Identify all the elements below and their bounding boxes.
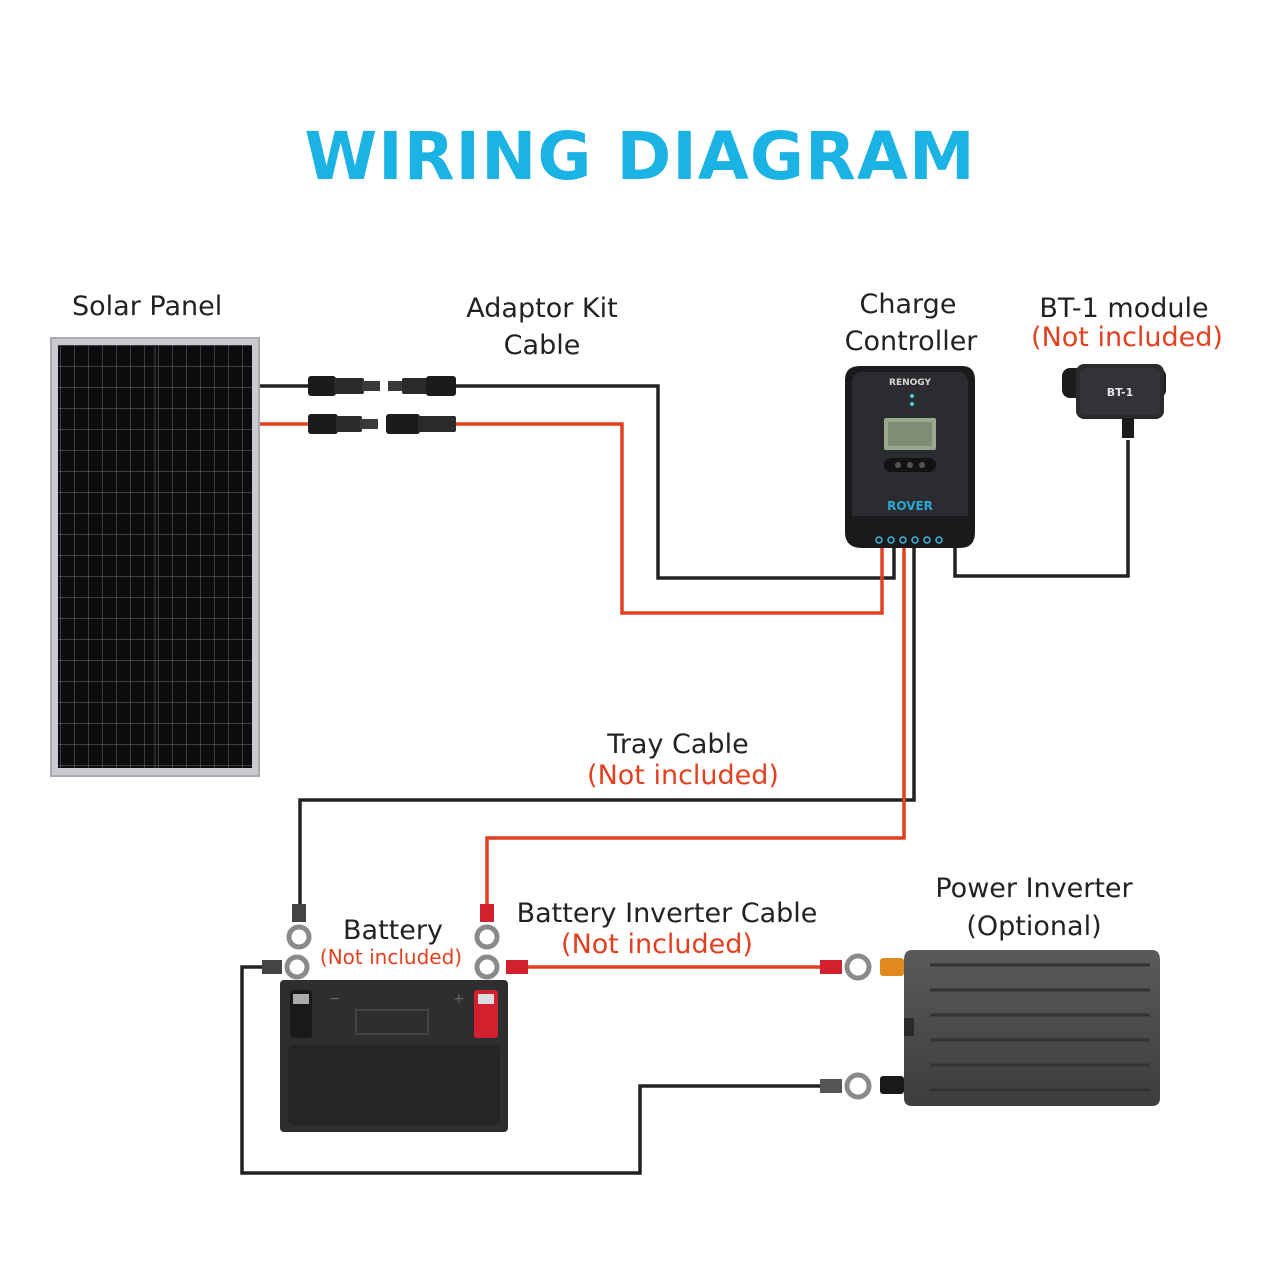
diagram-title: WIRING DIAGRAM — [304, 118, 976, 195]
battery-label: Battery — [343, 915, 443, 946]
solar-panel-label: Solar Panel — [72, 291, 223, 322]
charge-controller-image: RENOGY ROVER — [845, 366, 975, 548]
solar-panel-image — [50, 337, 260, 777]
inverter-negative-wire — [240, 965, 820, 1175]
bt1-note: (Not included) — [1031, 322, 1223, 353]
charge-controller-label-line2: Controller — [844, 326, 978, 357]
bt1-face-text: BT-1 — [1107, 386, 1134, 399]
battery-inverter-cable-note: (Not included) — [561, 929, 753, 960]
charge-controller-label-line1: Charge — [859, 289, 957, 320]
battery-minus-sign: − — [329, 991, 341, 1007]
tray-cable-label: Tray Cable — [607, 729, 749, 760]
bt1-wire — [953, 440, 1130, 578]
battery-note: (Not included) — [319, 945, 463, 969]
battery-inverter-cable-label: Battery Inverter Cable — [516, 898, 818, 929]
power-inverter-label-line2: (Optional) — [966, 911, 1102, 942]
power-inverter-label-line1: Power Inverter — [935, 873, 1133, 904]
battery-plus-sign: + — [453, 991, 465, 1007]
ring-terminals — [262, 904, 872, 1100]
tray-negative-wire — [298, 548, 916, 905]
wires — [240, 384, 1130, 1175]
tray-cable-note: (Not included) — [587, 760, 779, 791]
adaptor-kit-label-line2: Cable — [503, 330, 581, 361]
bt1-label: BT-1 module — [1039, 293, 1209, 324]
controller-model-text: ROVER — [887, 499, 933, 513]
adaptor-negative-wire — [455, 384, 896, 580]
controller-brand-text: RENOGY — [889, 378, 931, 388]
battery-image: − + — [280, 980, 508, 1132]
adaptor-kit-label-line1: Adaptor Kit — [466, 293, 618, 324]
adaptor-positive-wire — [455, 422, 884, 615]
mc4-connectors-image — [308, 376, 456, 434]
tray-positive-wire — [485, 548, 906, 905]
bt1-module-image: BT-1 — [1062, 364, 1166, 438]
power-inverter-image — [880, 950, 1160, 1106]
